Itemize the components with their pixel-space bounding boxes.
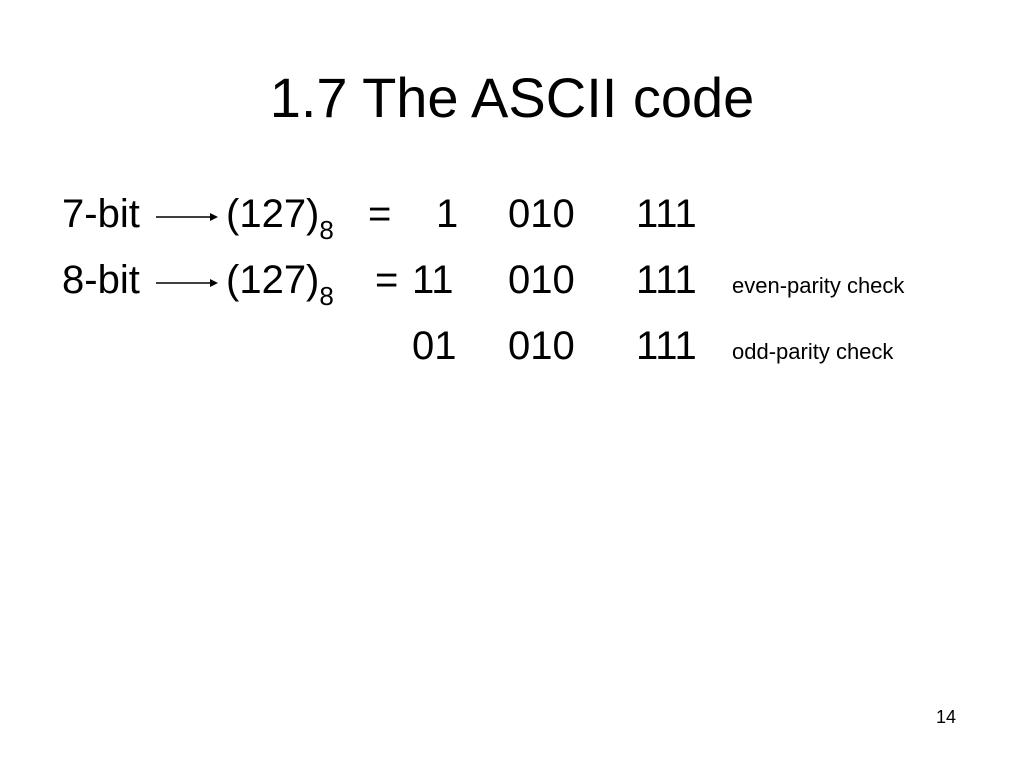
octal-number: (127)8	[226, 188, 334, 243]
page-number: 14	[936, 707, 957, 727]
equals-sign: =	[375, 258, 399, 302]
bit-group-2: 010	[508, 192, 575, 236]
bit-group-1: 01	[412, 324, 457, 368]
bits-label: 8-bit	[62, 258, 140, 302]
octal-base: 8	[319, 281, 334, 311]
octal-value: (127)	[226, 192, 320, 236]
bit-group-1: 1	[436, 192, 459, 236]
encoding-row-7bit: 7-bit (127)8 = 1 010 111	[0, 188, 1024, 248]
slide-title: 1.7 The ASCII code	[269, 66, 755, 129]
equals-sign: =	[368, 192, 392, 236]
encoding-row-8bit-even: 8-bit (127)8 = 11 010 111 even-parity ch…	[0, 254, 1024, 314]
parity-note: even-parity check	[732, 273, 905, 298]
bits-label: 7-bit	[62, 192, 140, 236]
bit-group-2: 010	[508, 324, 575, 368]
parity-note: odd-parity check	[732, 339, 894, 364]
encoding-row-8bit-odd: 01 010 111 odd-parity check	[0, 320, 1024, 380]
bit-group-3: 111	[636, 192, 697, 236]
octal-base: 8	[319, 215, 334, 245]
bit-group-2: 010	[508, 258, 575, 302]
octal-number: (127)8	[226, 254, 334, 309]
bit-group-1: 11	[412, 258, 454, 302]
octal-value: (127)	[226, 258, 320, 302]
right-arrow-icon	[156, 213, 218, 221]
bit-group-3: 111	[636, 324, 697, 368]
bit-group-3: 111	[636, 258, 697, 302]
right-arrow-icon	[156, 279, 218, 287]
